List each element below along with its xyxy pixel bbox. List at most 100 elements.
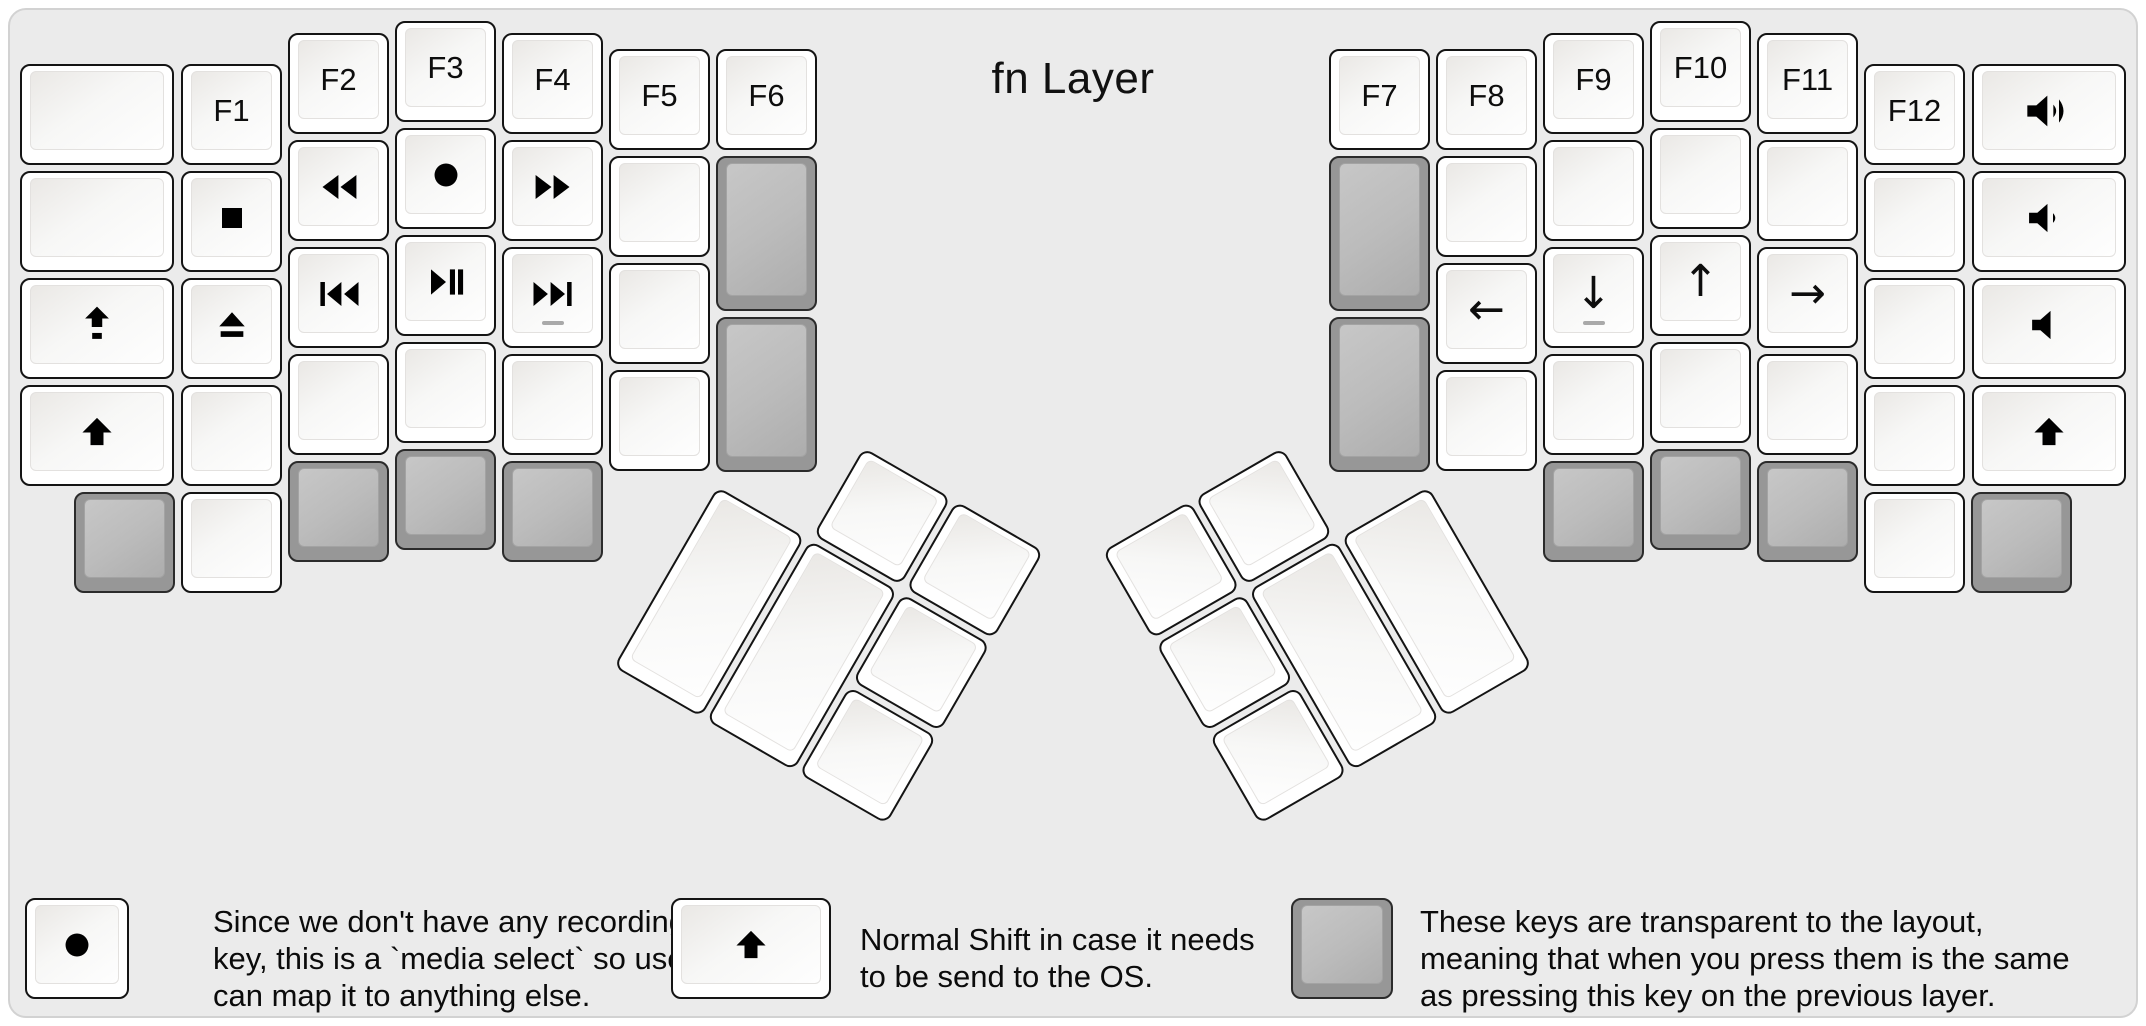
key-f5: F5 (609, 49, 710, 150)
key-f6: F6 (716, 49, 817, 150)
keycap-surface (1301, 905, 1383, 984)
key-f7: F7 (1329, 49, 1430, 150)
keycap-surface: F4 (512, 40, 593, 119)
keycap-surface (1339, 324, 1420, 457)
key-label: F10 (1673, 50, 1728, 85)
key-f8: F8 (1436, 49, 1537, 150)
keycap-surface (1767, 361, 1848, 440)
keycap-surface: F7 (1339, 56, 1420, 135)
keycap-surface: F6 (726, 56, 807, 135)
key-shift-left (20, 385, 174, 486)
key-mute (1972, 278, 2126, 379)
key-blank (20, 171, 174, 272)
keycap-surface (829, 458, 939, 568)
keycap-surface: F3 (405, 28, 486, 107)
key-volume-up (1972, 64, 2126, 165)
key-transparent (1543, 461, 1644, 562)
key-label: F2 (320, 62, 357, 97)
keycap-surface (1982, 392, 2116, 471)
key-label: ↓ (1575, 267, 1612, 319)
keycap-surface: F9 (1553, 40, 1634, 119)
key-label: F1 (213, 93, 250, 128)
prev-icon (314, 276, 364, 312)
keycap-surface: F11 (1767, 40, 1848, 119)
keycap-surface (1982, 71, 2116, 150)
legend-text-transparent: These keys are transparent to the layout… (1420, 903, 2070, 1014)
keycap-surface (405, 135, 486, 214)
keycap-surface (1660, 135, 1741, 214)
key-blank (1436, 156, 1537, 257)
key-transparent (288, 461, 389, 562)
legend-line: key, this is a `media select` so user (213, 941, 695, 976)
keycap-surface: F1 (191, 71, 272, 150)
key-f11: F11 (1757, 33, 1858, 134)
key-f3: F3 (395, 21, 496, 122)
keycap-surface (298, 254, 379, 333)
keycap-surface (30, 285, 164, 364)
keycap-surface (35, 905, 119, 984)
keycap-surface (1660, 349, 1741, 428)
keycap-surface: F12 (1874, 71, 1955, 150)
rewind-icon (316, 169, 362, 205)
legend-line: Normal Shift in case it needs (860, 922, 1255, 957)
legend-line: as pressing this key on the previous lay… (1420, 978, 1996, 1013)
key-transparent (1650, 449, 1751, 550)
keycap-surface (1767, 468, 1848, 547)
record-icon (61, 929, 93, 961)
key-f2: F2 (288, 33, 389, 134)
key-label: F6 (748, 78, 785, 113)
key-transparent (74, 492, 175, 593)
caps-icon (80, 302, 114, 348)
keycap-surface (84, 499, 165, 578)
key-volume-down (1972, 171, 2126, 272)
keycap-surface (30, 71, 164, 150)
playpause-icon (424, 264, 468, 300)
next-icon (528, 276, 578, 312)
key-play-pause (395, 235, 496, 336)
key-blank (609, 263, 710, 364)
keycap-surface (1553, 147, 1634, 226)
key-transparent (1329, 156, 1430, 311)
keycap-surface (619, 270, 700, 349)
eject-icon (214, 308, 250, 342)
key-label: ↑ (1682, 255, 1719, 307)
keycap-surface (191, 178, 272, 257)
key-transparent (1329, 317, 1430, 472)
keycap-surface (1221, 697, 1332, 807)
key-label: F7 (1361, 78, 1398, 113)
keycap-surface (1874, 499, 1955, 578)
key-transparent (716, 317, 817, 472)
keycap-surface (1660, 456, 1741, 535)
keycap-surface (619, 377, 700, 456)
keycap-surface (1874, 285, 1955, 364)
keycap-surface (681, 905, 821, 984)
keycap-surface (191, 392, 272, 471)
key-blank (1757, 140, 1858, 241)
keycap-surface (1981, 499, 2062, 578)
keycap-surface (405, 242, 486, 321)
key-blank (609, 370, 710, 471)
keycap-surface (726, 324, 807, 457)
key-arrow-right: → (1757, 247, 1858, 348)
keycap-surface (1982, 285, 2116, 364)
key-prev-track (288, 247, 389, 348)
ff-icon (530, 169, 576, 205)
keycap-surface (1339, 163, 1420, 296)
key-arrow-down: ↓ (1543, 247, 1644, 348)
shift-icon (2030, 414, 2068, 449)
key-label: F9 (1575, 62, 1612, 97)
key-label: F3 (427, 50, 464, 85)
keycap-surface (298, 147, 379, 226)
keycap-surface: ↓ (1553, 254, 1634, 333)
key-transparent (502, 461, 603, 562)
keycap-surface: ↑ (1660, 242, 1741, 321)
keycap-surface (1114, 512, 1225, 621)
key-transparent (716, 156, 817, 311)
key-blank (609, 156, 710, 257)
key-f1: F1 (181, 64, 282, 165)
keycap-surface (298, 468, 379, 547)
homing-bar (541, 321, 564, 325)
keycap-surface (30, 178, 164, 257)
